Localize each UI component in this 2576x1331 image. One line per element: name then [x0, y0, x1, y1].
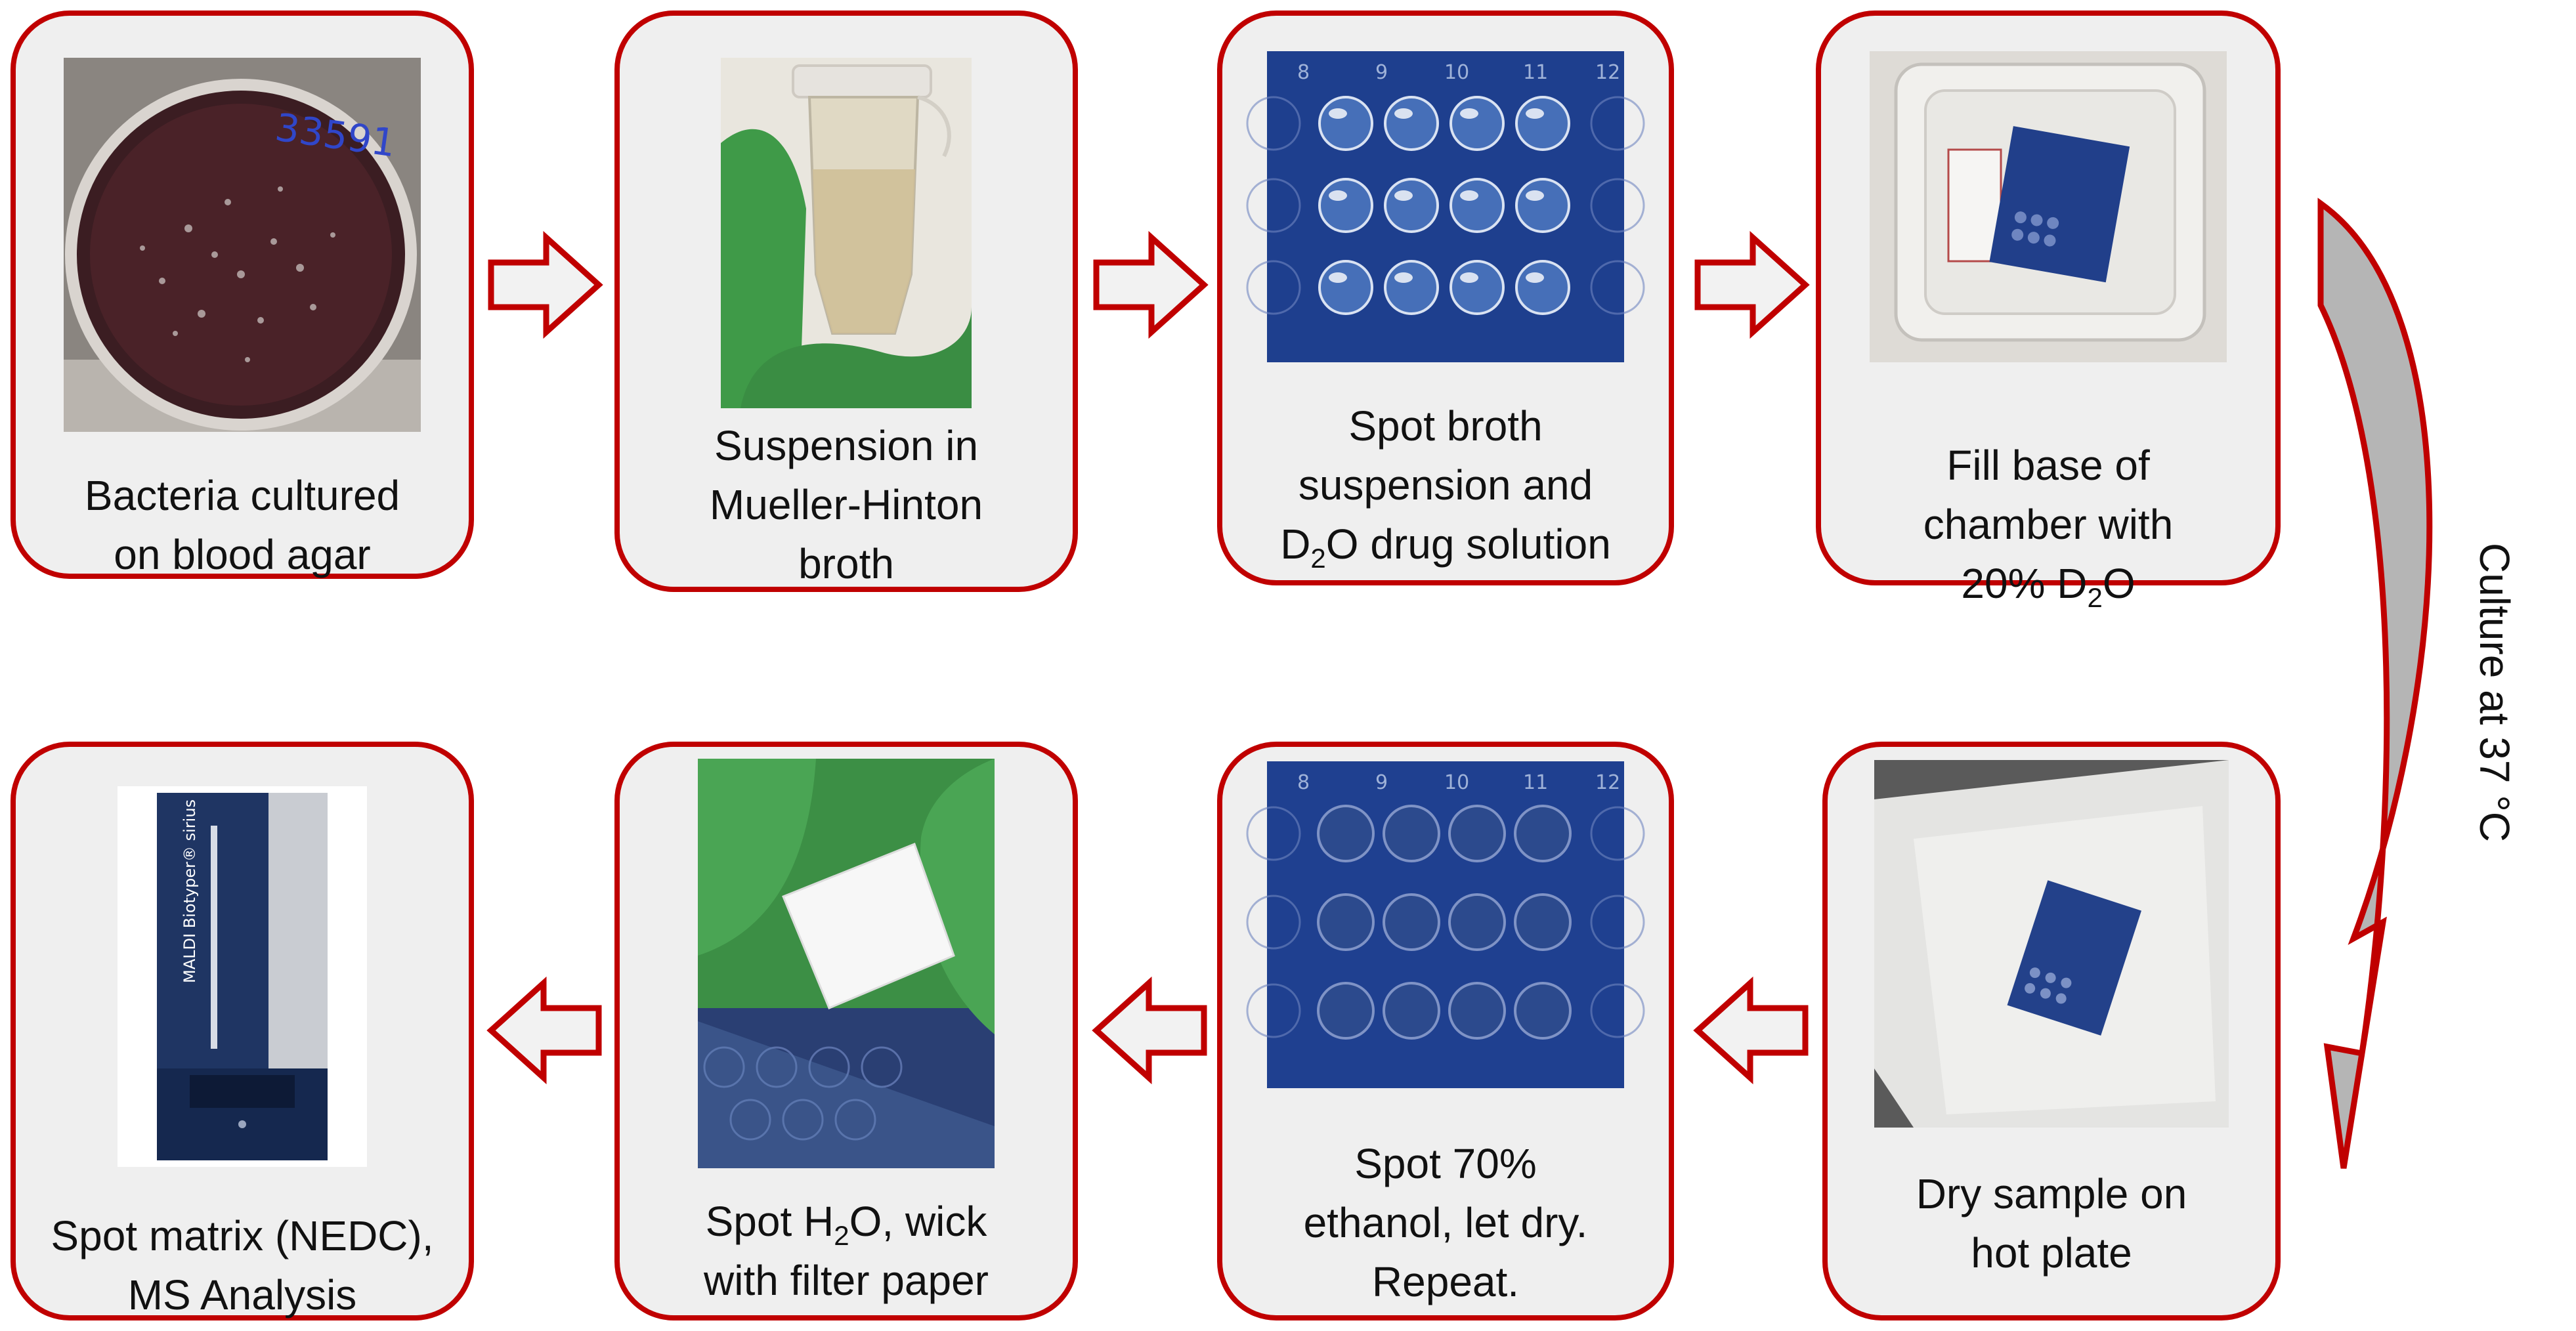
- plate-number: 12: [1595, 771, 1620, 794]
- caption-line: MS Analysis: [127, 1271, 357, 1319]
- culture-temperature-label: Culture at 37 °C: [2471, 542, 2518, 843]
- caption-ethanol: Spot 70% ethanol, let dry. Repeat.: [1235, 1134, 1656, 1311]
- plate-number: 11: [1523, 771, 1548, 794]
- plate-number: 12: [1595, 61, 1620, 84]
- plate-number: 10: [1444, 61, 1469, 84]
- caption-fill-chamber: Fill base of chamber with 20% D2O: [1834, 436, 2262, 613]
- instrument-label: MALDI Biotyper® sirius: [181, 799, 199, 983]
- arrow-left-2: [1092, 976, 1207, 1085]
- step-ms-analysis: MALDI Biotyper® sirius Spot matrix (NEDC…: [11, 742, 474, 1320]
- caption-culture: Bacteria cultured on blood agar: [29, 466, 456, 584]
- plate-number: 8: [1297, 61, 1310, 84]
- caption-line: broth: [798, 540, 894, 587]
- caption-dry: Dry sample on hot plate: [1841, 1164, 2262, 1282]
- target-plate-droplets-photo: 8 9 10 11 12: [1246, 51, 1645, 362]
- maldi-instrument-photo: MALDI Biotyper® sirius: [118, 786, 367, 1167]
- caption-line: Repeat.: [1371, 1258, 1520, 1305]
- arrow-left-1: [486, 976, 602, 1085]
- arrow-right-3: [1694, 230, 1810, 339]
- arrow-right-2: [1093, 230, 1209, 339]
- arrow-right-1: [488, 230, 603, 339]
- step-ethanol: 8 9 10 11 12 Spot 70% ethanol, let dry. …: [1217, 742, 1674, 1320]
- hot-plate-photo: [1874, 760, 2229, 1128]
- plate-number: 11: [1523, 61, 1548, 84]
- plate-number: 9: [1375, 771, 1388, 794]
- step-dry: Dry sample on hot plate: [1822, 742, 2281, 1320]
- caption-line: hot plate: [1971, 1229, 2132, 1277]
- caption-line: Mueller-Hinton: [709, 481, 983, 528]
- plate-number: 9: [1375, 61, 1388, 84]
- caption-line: Spot broth: [1348, 402, 1543, 450]
- caption-line: on blood agar: [114, 531, 371, 578]
- step-suspension: Suspension in Mueller-Hinton broth: [614, 11, 1078, 592]
- caption-water-wick: Spot H2O, wick with filter paper: [633, 1192, 1060, 1310]
- caption-line: Spot matrix (NEDC),: [51, 1212, 434, 1259]
- caption-line: 20% D2O: [1961, 560, 2136, 613]
- caption-line: D2O drug solution: [1280, 520, 1611, 574]
- plate-number-row: 8 9 10 11 12: [1297, 771, 1620, 794]
- caption-line: Spot 70%: [1354, 1140, 1537, 1187]
- broth-tube-photo: [721, 58, 972, 408]
- caption-spot-broth: Spot broth suspension and D2O drug solut…: [1235, 396, 1656, 574]
- caption-line: ethanol, let dry.: [1303, 1199, 1588, 1246]
- plate-number-row: 8 9 10 11 12: [1297, 61, 1620, 84]
- dried-target-plate-photo: 8 9 10 11 12: [1246, 761, 1645, 1088]
- caption-line: chamber with: [1923, 501, 2174, 548]
- caption-line: Fill base of: [1946, 442, 2150, 489]
- step-fill-chamber: Fill base of chamber with 20% D2O: [1816, 11, 2281, 611]
- step-culture: 33591 Bacteria cultured on blood agar: [11, 11, 474, 579]
- caption-line: Dry sample on: [1916, 1170, 2187, 1217]
- caption-line: Spot H2O, wick: [705, 1198, 987, 1251]
- caption-line: Bacteria cultured: [84, 472, 400, 519]
- arrow-left-3: [1693, 976, 1809, 1085]
- filter-paper-wick-photo: [698, 759, 995, 1168]
- humidity-chamber-photo: [1870, 51, 2227, 362]
- plate-number: 10: [1444, 771, 1469, 794]
- plate-number: 8: [1297, 771, 1310, 794]
- caption-ms-analysis: Spot matrix (NEDC), MS Analysis: [29, 1206, 456, 1324]
- caption-suspension: Suspension in Mueller-Hinton broth: [633, 416, 1060, 593]
- step-spot-broth: 8 9 10 11 12 Spot broth susp: [1217, 11, 1674, 585]
- step-water-wick: Spot H2O, wick with filter paper: [614, 742, 1078, 1320]
- caption-line: with filter paper: [704, 1257, 989, 1304]
- blood-agar-plate-photo: 33591: [64, 58, 421, 432]
- caption-line: Suspension in: [714, 422, 979, 469]
- caption-line: suspension and: [1298, 461, 1593, 509]
